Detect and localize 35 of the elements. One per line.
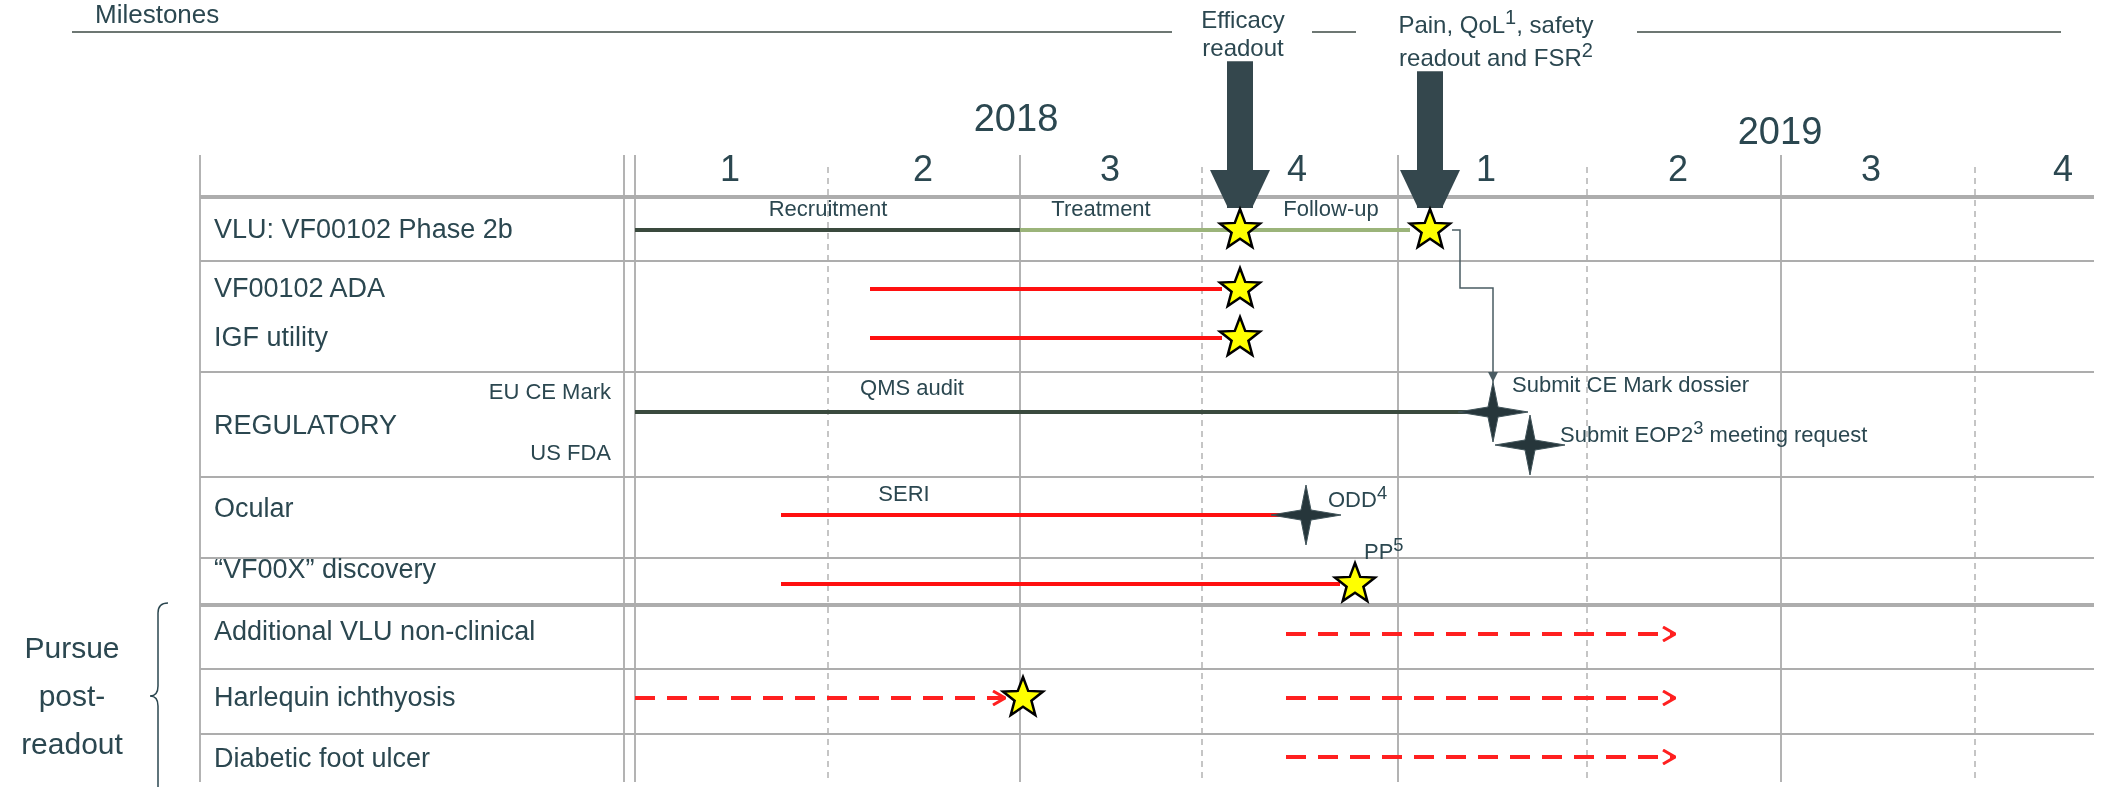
- phase-label: Treatment: [1051, 196, 1151, 222]
- row-label: Additional VLU non-clinical: [214, 616, 536, 648]
- connector-arrow: [1451, 229, 1498, 383]
- page-title: Milestones: [95, 0, 220, 30]
- row-label: REGULATORY: [214, 410, 398, 442]
- row-label: “VF00X” discovery: [214, 554, 437, 586]
- quarter-number: 2: [913, 148, 933, 190]
- row-label: Harlequin ichthyosis: [214, 682, 456, 714]
- quarter-number: 1: [1476, 148, 1496, 190]
- milestone-label: PP$^{5}$: [1364, 533, 1404, 565]
- milestone-star: [1218, 208, 1262, 252]
- phase-label: Follow-up: [1283, 196, 1379, 222]
- row-label: IGF utility: [214, 322, 328, 354]
- phase-label: Recruitment: [768, 196, 888, 222]
- year-label: 2019: [1737, 110, 1823, 154]
- sub-row-label: EU CE Mark: [488, 379, 611, 405]
- phase-label: QMS audit: [860, 375, 964, 401]
- row-label: VF00102 ADA: [214, 273, 386, 305]
- milestone-label: Submit CE Mark dossier: [1512, 372, 1750, 398]
- milestone-star: [1408, 208, 1452, 252]
- quarter-number: 4: [1287, 148, 1307, 190]
- phase-label: SERI: [878, 481, 930, 507]
- year-label: 2018: [973, 97, 1059, 141]
- milestone-label: Submit EOP2$^{3}$ meeting request: [1560, 416, 1868, 448]
- quarter-number: 3: [1861, 148, 1881, 190]
- quarter-number: 4: [2053, 148, 2073, 190]
- milestone-label: ODD$^{4}$: [1328, 481, 1388, 513]
- quarter-number: 3: [1100, 148, 1120, 190]
- row-label: Ocular: [214, 493, 294, 525]
- sub-row-label: US FDA: [530, 440, 611, 466]
- quarter-number: 1: [720, 148, 740, 190]
- row-label: Diabetic foot ulcer: [214, 743, 431, 775]
- quarter-number: 2: [1668, 148, 1688, 190]
- row-label: VLU: VF00102 Phase 2b: [214, 214, 513, 246]
- group-label: Pursue post-readout: [20, 630, 124, 762]
